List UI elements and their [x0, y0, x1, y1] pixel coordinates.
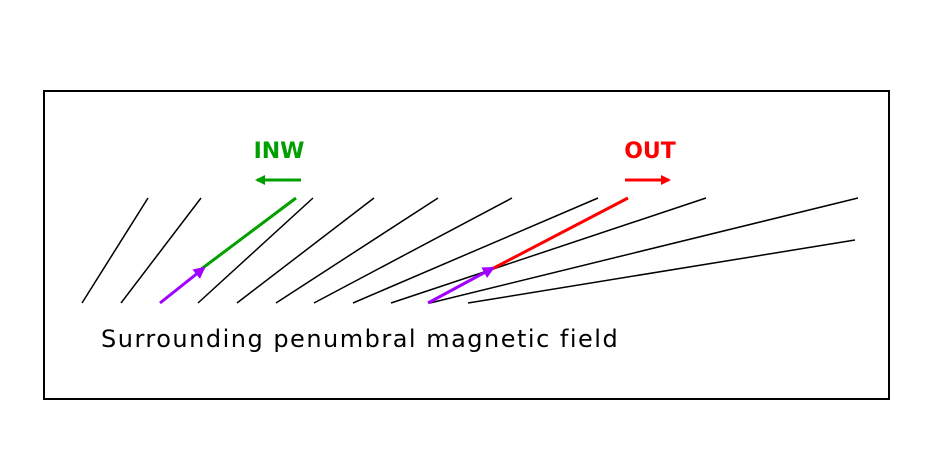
field-line: [390, 197, 707, 304]
diagram-frame: [43, 90, 890, 400]
inward-label: INW: [254, 139, 305, 164]
field-line: [197, 197, 314, 304]
outward-label: OUT: [624, 139, 676, 164]
field-line: [429, 197, 859, 304]
field-line: [81, 197, 149, 304]
field-line: [467, 239, 856, 304]
field-line: [120, 197, 202, 304]
field-line: [352, 197, 599, 304]
field-line: [236, 197, 375, 304]
inward-tube-base-arrow: [159, 266, 206, 305]
field-line: [313, 197, 513, 304]
field-line: [275, 197, 439, 304]
outward-flux-tube: [489, 196, 629, 272]
outward-tube-base-arrow: [427, 266, 495, 305]
field-lines: [81, 197, 859, 304]
diagram-caption: Surrounding penumbral magnetic field: [101, 325, 619, 353]
inward-flux-tube: [199, 196, 297, 272]
